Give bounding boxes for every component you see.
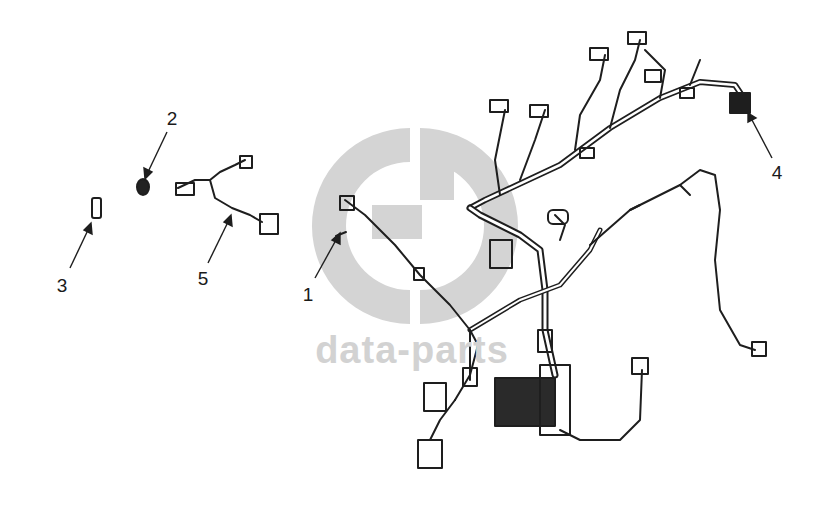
callout-number: 5	[198, 269, 209, 288]
watermark-logo	[312, 128, 518, 324]
callout-number: 2	[167, 109, 178, 128]
wiring-harness	[92, 32, 766, 468]
callout-number: 4	[772, 163, 783, 182]
watermark-text: data-parts	[315, 331, 509, 369]
callout-number: 3	[57, 276, 68, 295]
callout-number: 1	[303, 285, 314, 304]
leader-lines	[70, 113, 772, 278]
